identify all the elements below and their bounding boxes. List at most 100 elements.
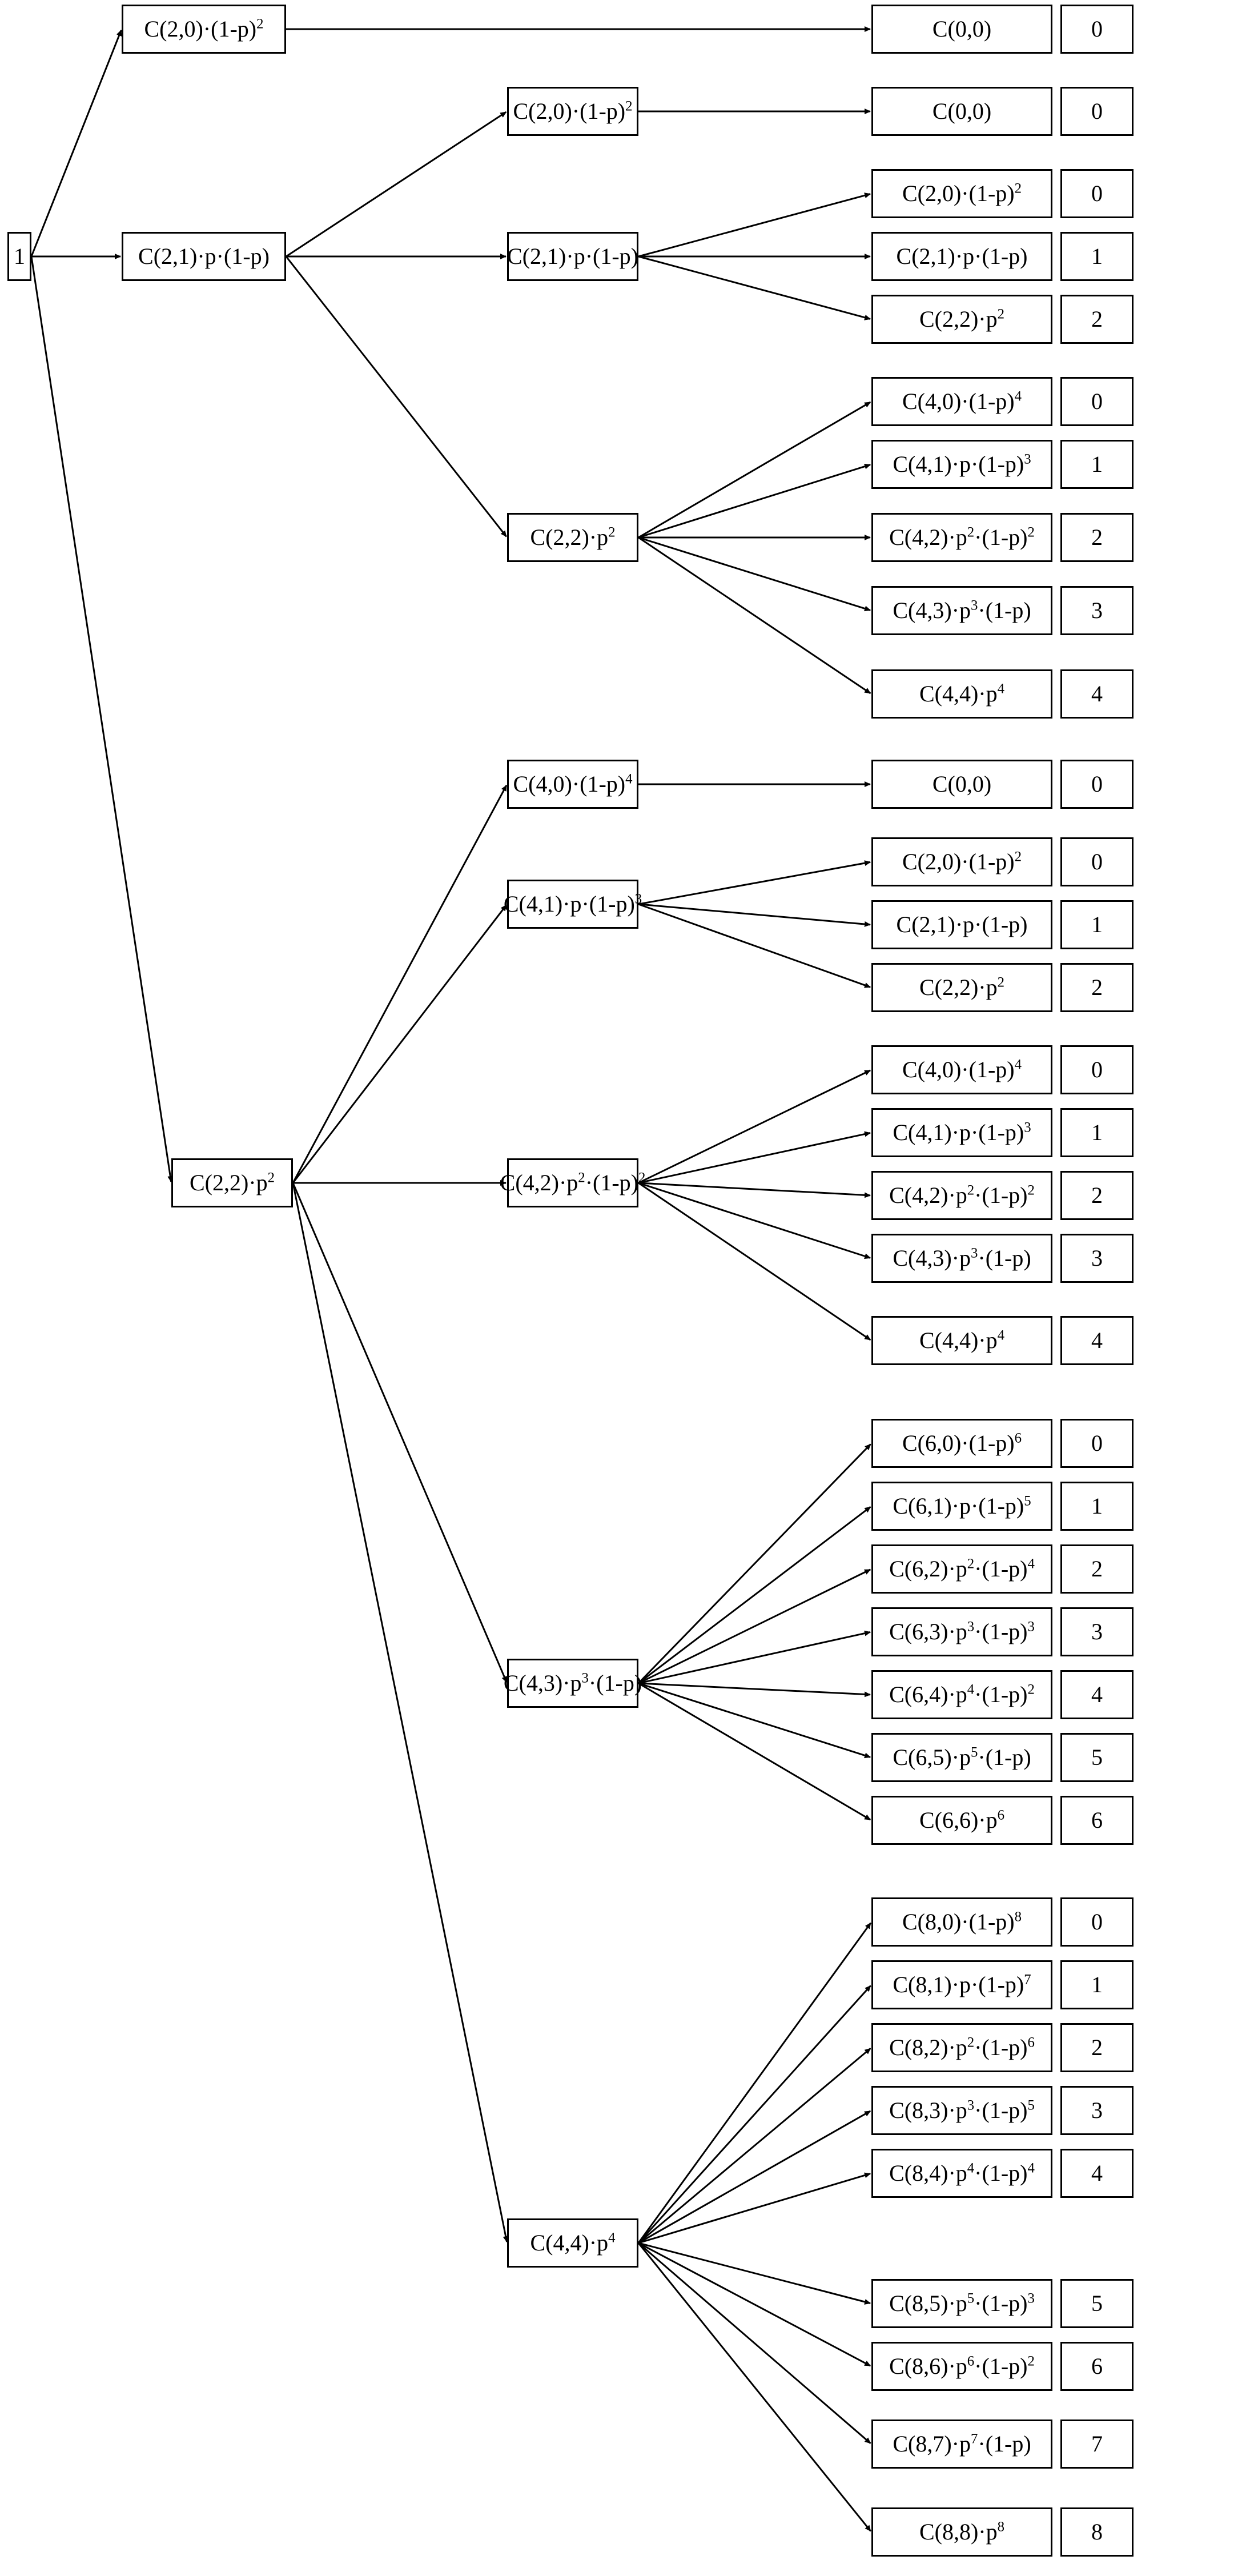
- node-L33[interactable]: C(8,6)·p6·(1-p)2: [871, 2342, 1052, 2391]
- count-cell-L22: 2: [1060, 1544, 1134, 1594]
- count-cell-L3: 0: [1060, 169, 1134, 218]
- count-cell-L27: 0: [1060, 1897, 1134, 1947]
- node-L30[interactable]: C(8,3)·p3·(1-p)5: [871, 2086, 1052, 2135]
- edge-c2_2-to-d4_4: [292, 1182, 509, 2243]
- count-cell-L25: 5: [1060, 1733, 1134, 1782]
- count-cell-L20: 0: [1060, 1419, 1134, 1468]
- edge-d2_2-to-L7: [638, 463, 871, 539]
- count-cell-L16: 1: [1060, 1108, 1134, 1157]
- node-L35[interactable]: C(8,8)·p8: [871, 2507, 1052, 2557]
- node-L20[interactable]: C(6,0)·(1-p)6: [871, 1419, 1052, 1468]
- count-cell-L6: 0: [1060, 377, 1134, 426]
- edge-d4_4-to-L30: [638, 2110, 871, 2244]
- count-cell-L21: 1: [1060, 1482, 1134, 1531]
- edge-d4_3-to-L22: [638, 1568, 871, 1684]
- edge-d4_3-to-L25: [638, 1682, 871, 1759]
- node-L8[interactable]: C(4,2)·p2·(1-p)2: [871, 513, 1052, 562]
- count-cell-L29: 2: [1060, 2023, 1134, 2072]
- node-d2_0[interactable]: C(2,0)·(1-p)2: [507, 87, 638, 136]
- node-L27[interactable]: C(8,0)·(1-p)8: [871, 1897, 1052, 1947]
- count-cell-L4: 1: [1060, 232, 1134, 281]
- node-L4[interactable]: C(2,1)·p·(1-p): [871, 232, 1052, 281]
- node-c2_0[interactable]: C(2,0)·(1-p)2: [122, 5, 286, 54]
- edge-c2_1-to-d2_0: [286, 111, 507, 258]
- node-L5[interactable]: C(2,2)·p2: [871, 295, 1052, 344]
- node-d4_3[interactable]: C(4,3)·p3·(1-p): [504, 1659, 642, 1708]
- node-L14[interactable]: C(2,2)·p2: [871, 963, 1052, 1012]
- count-cell-L7: 1: [1060, 440, 1134, 489]
- node-c2_2[interactable]: C(2,2)·p2: [171, 1158, 293, 1207]
- node-L21[interactable]: C(6,1)·p·(1-p)5: [871, 1482, 1052, 1531]
- node-d4_4[interactable]: C(4,4)·p4: [507, 2218, 638, 2268]
- node-L29[interactable]: C(8,2)·p2·(1-p)6: [871, 2023, 1052, 2072]
- edge-d4_4-to-L29: [638, 2048, 871, 2244]
- node-d2_1[interactable]: C(2,1)·p·(1-p): [507, 232, 638, 281]
- node-L13[interactable]: C(2,1)·p·(1-p): [871, 900, 1052, 949]
- node-L1[interactable]: C(0,0): [871, 5, 1052, 54]
- node-L28[interactable]: C(8,1)·p·(1-p)7: [871, 1960, 1052, 2009]
- node-d4_1[interactable]: C(4,1)·p·(1-p)3: [504, 880, 642, 929]
- node-L34[interactable]: C(8,7)·p7·(1-p): [871, 2419, 1052, 2469]
- node-L18[interactable]: C(4,3)·p3·(1-p): [871, 1234, 1052, 1283]
- edge-d2_2-to-L10: [638, 536, 871, 695]
- edge-d4_4-to-L33: [638, 2242, 871, 2367]
- edge-d2_2-to-L9: [638, 536, 871, 612]
- node-d4_2[interactable]: C(4,2)·p2·(1-p)2: [500, 1158, 645, 1207]
- node-L12[interactable]: C(2,0)·(1-p)2: [871, 837, 1052, 886]
- node-L23[interactable]: C(6,3)·p3·(1-p)3: [871, 1607, 1052, 1656]
- node-d2_2[interactable]: C(2,2)·p2: [507, 513, 638, 562]
- edge-d4_3-to-L24: [638, 1682, 871, 1698]
- edge-c2_1-to-d2_2: [285, 256, 507, 537]
- count-cell-L18: 3: [1060, 1234, 1134, 1283]
- edge-d2_1-to-L5: [638, 255, 871, 320]
- node-L6[interactable]: C(4,0)·(1-p)4: [871, 377, 1052, 426]
- count-cell-L15: 0: [1060, 1045, 1134, 1094]
- count-cell-L17: 2: [1060, 1171, 1134, 1220]
- edge-d4_4-to-L27: [637, 1922, 872, 2244]
- node-L16[interactable]: C(4,1)·p·(1-p)3: [871, 1108, 1052, 1157]
- node-L2[interactable]: C(0,0): [871, 87, 1052, 136]
- edge-d4_2-to-L18: [638, 1182, 871, 1259]
- edge-d4_4-to-L32: [638, 2242, 871, 2305]
- count-cell-L24: 4: [1060, 1670, 1134, 1719]
- count-cell-L13: 1: [1060, 900, 1134, 949]
- node-L9[interactable]: C(4,3)·p3·(1-p): [871, 586, 1052, 635]
- edge-d4_1-to-L14: [638, 903, 871, 988]
- node-L3[interactable]: C(2,0)·(1-p)2: [871, 169, 1052, 218]
- node-c2_1[interactable]: C(2,1)·p·(1-p): [122, 232, 286, 281]
- edge-d4_2-to-L19: [638, 1182, 871, 1341]
- edge-d2_1-to-L3: [638, 192, 871, 258]
- node-L31[interactable]: C(8,4)·p4·(1-p)4: [871, 2149, 1052, 2198]
- count-cell-L11: 0: [1060, 760, 1134, 809]
- node-L15[interactable]: C(4,0)·(1-p)4: [871, 1045, 1052, 1094]
- node-L22[interactable]: C(6,2)·p2·(1-p)4: [871, 1544, 1052, 1594]
- node-L7[interactable]: C(4,1)·p·(1-p)3: [871, 440, 1052, 489]
- node-L24[interactable]: C(6,4)·p4·(1-p)2: [871, 1670, 1052, 1719]
- edge-d4_3-to-L20: [637, 1443, 871, 1684]
- node-L32[interactable]: C(8,5)·p5·(1-p)3: [871, 2279, 1052, 2328]
- edge-d4_1-to-L12: [638, 860, 871, 905]
- edge-d4_3-to-L26: [638, 1682, 871, 1821]
- edge-d4_4-to-L28: [637, 1985, 871, 2244]
- node-L19[interactable]: C(4,4)·p4: [871, 1316, 1052, 1365]
- node-L26[interactable]: C(6,6)·p6: [871, 1796, 1052, 1845]
- count-cell-L34: 7: [1060, 2419, 1134, 2469]
- count-cell-L12: 0: [1060, 837, 1134, 886]
- node-L25[interactable]: C(6,5)·p5·(1-p): [871, 1733, 1052, 1782]
- edge-d2_2-to-L6: [638, 401, 871, 539]
- edge-d4_4-to-L34: [638, 2242, 871, 2444]
- edge-d4_4-to-L31: [638, 2172, 871, 2244]
- count-cell-L28: 1: [1060, 1960, 1134, 2009]
- node-d4_0[interactable]: C(4,0)·(1-p)4: [507, 760, 638, 809]
- node-L11[interactable]: C(0,0): [871, 760, 1052, 809]
- count-cell-L9: 3: [1060, 586, 1134, 635]
- count-cell-L33: 6: [1060, 2342, 1134, 2391]
- node-root[interactable]: 1: [7, 232, 31, 281]
- count-cell-L5: 2: [1060, 295, 1134, 344]
- edge-root-to-c2_0: [30, 29, 122, 257]
- node-L10[interactable]: C(4,4)·p4: [871, 669, 1052, 719]
- node-L17[interactable]: C(4,2)·p2·(1-p)2: [871, 1171, 1052, 1220]
- count-cell-L19: 4: [1060, 1316, 1134, 1365]
